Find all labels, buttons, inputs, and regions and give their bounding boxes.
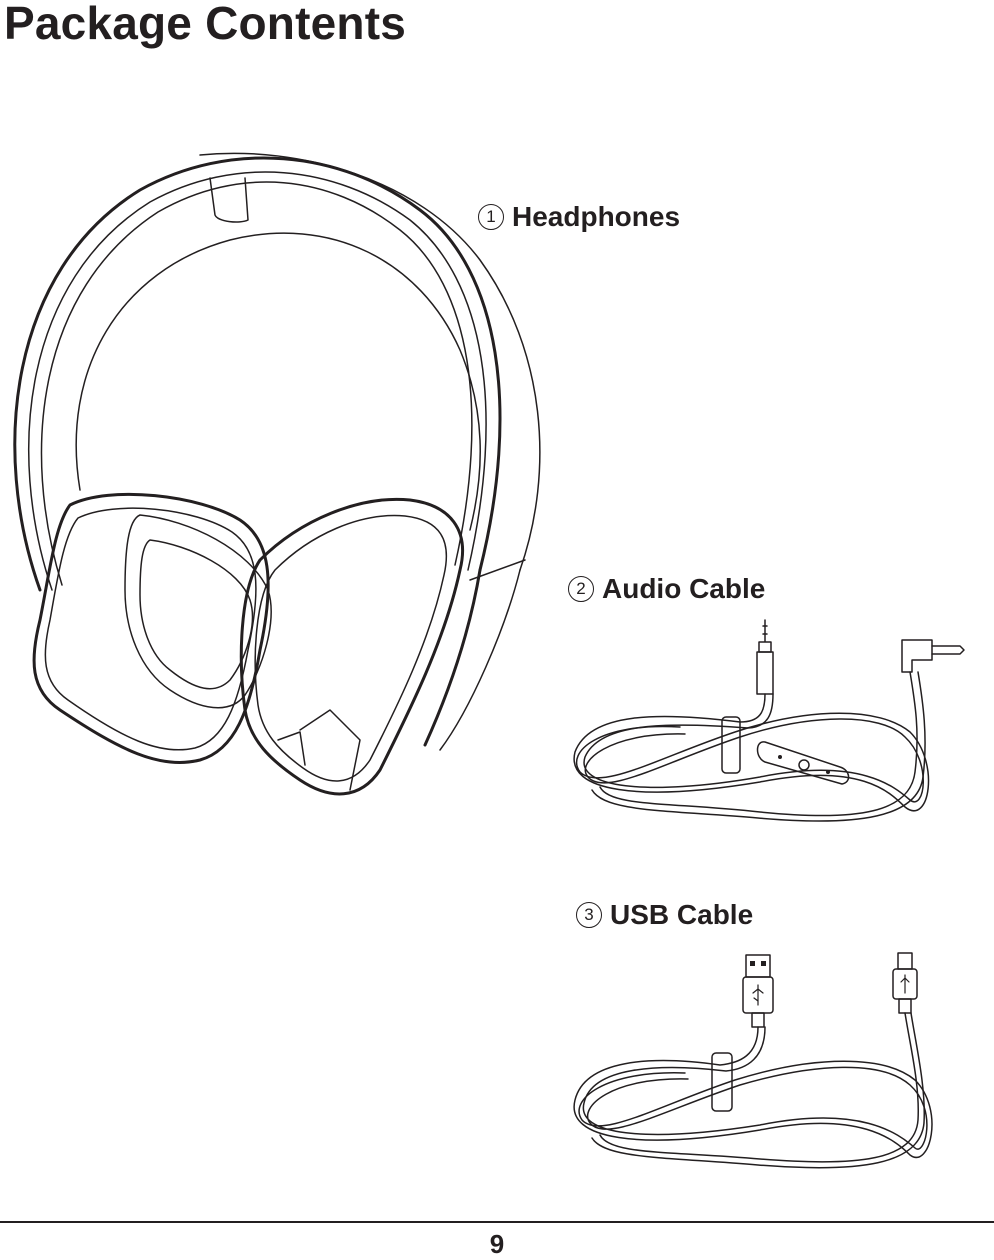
item-audio-cable: 2 Audio Cable bbox=[568, 573, 765, 605]
item-label: Headphones bbox=[512, 201, 680, 233]
item-headphones: 1 Headphones bbox=[478, 201, 680, 233]
item-label: USB Cable bbox=[610, 899, 753, 931]
item-usb-cable: 3 USB Cable bbox=[576, 899, 753, 931]
page-number: 9 bbox=[0, 1229, 994, 1260]
item-number: 2 bbox=[568, 576, 594, 602]
audio-cable-illustration bbox=[560, 612, 980, 832]
item-label: Audio Cable bbox=[602, 573, 765, 605]
item-number: 3 bbox=[576, 902, 602, 928]
page-title: Package Contents bbox=[4, 0, 406, 50]
item-number: 1 bbox=[478, 204, 504, 230]
usb-cable-illustration bbox=[560, 945, 980, 1175]
headphones-illustration bbox=[0, 150, 560, 810]
footer-rule bbox=[0, 1221, 994, 1223]
